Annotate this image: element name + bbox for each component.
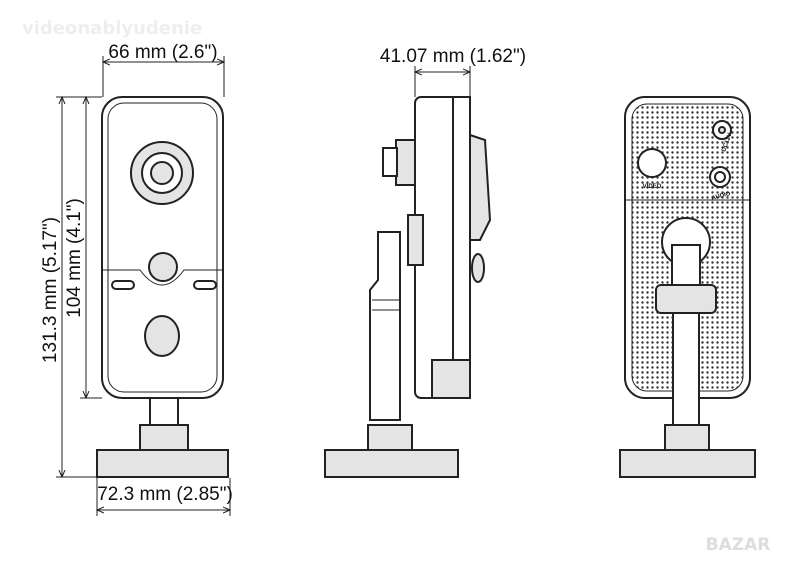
audio-port-label: AUDIO — [711, 191, 732, 202]
watermark: videonablyudenie — [22, 18, 202, 39]
depth-label: 41.07 mm (1.62") — [380, 46, 526, 67]
front-view — [96, 96, 229, 478]
front-dimensions: 66 mm (2.6") 72.3 mm (2.85") 131.3 mm (5… — [40, 42, 233, 516]
back-view: VIDEO DC12V AUDIO — [619, 96, 756, 478]
logo-text: BAZAR — [706, 535, 771, 555]
total-height-label: 131.3 mm (5.17") — [40, 217, 61, 363]
front-width-label: 66 mm (2.6") — [108, 42, 217, 63]
base-width-label: 72.3 mm (2.85") — [97, 484, 233, 505]
bazar-logo: BAZAR — [706, 535, 771, 555]
side-view — [324, 96, 492, 478]
video-port-label: VIDEO — [643, 184, 662, 190]
side-dimensions: 41.07 mm (1.62") — [380, 46, 526, 97]
body-height-label: 104 mm (4.1") — [64, 198, 85, 318]
